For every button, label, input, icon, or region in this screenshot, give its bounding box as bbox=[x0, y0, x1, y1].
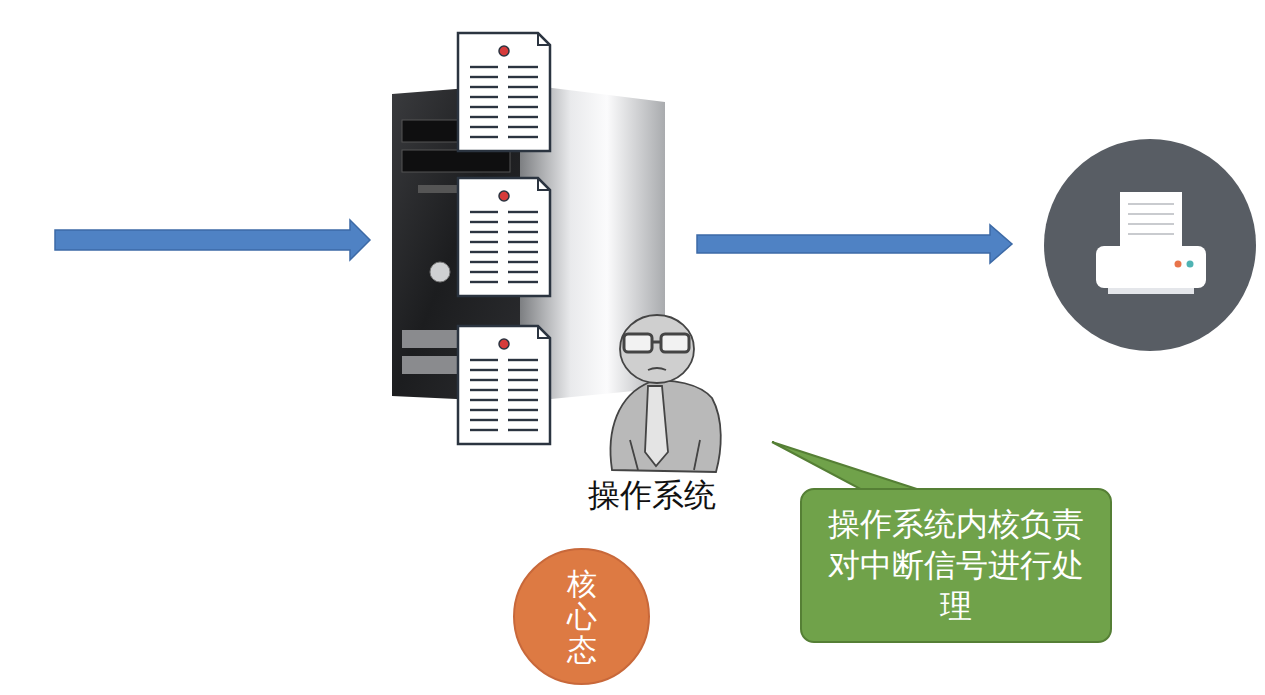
document-icon bbox=[458, 178, 550, 296]
callout-text: 操作系统内核负责对中断信号进行处理 bbox=[826, 504, 1086, 627]
figure-label: 操作系统 bbox=[588, 474, 716, 518]
document-icon bbox=[458, 326, 550, 444]
callout-box: 操作系统内核负责对中断信号进行处理 bbox=[800, 488, 1112, 643]
person-figure bbox=[611, 315, 721, 472]
printer-icon bbox=[1044, 139, 1256, 351]
document-icon bbox=[458, 33, 550, 151]
callout-tail bbox=[772, 442, 926, 492]
state-text: 核心态 bbox=[567, 567, 597, 666]
state-circle: 核心态 bbox=[513, 548, 650, 685]
input-arrow bbox=[55, 220, 370, 260]
output-arrow bbox=[697, 225, 1012, 263]
